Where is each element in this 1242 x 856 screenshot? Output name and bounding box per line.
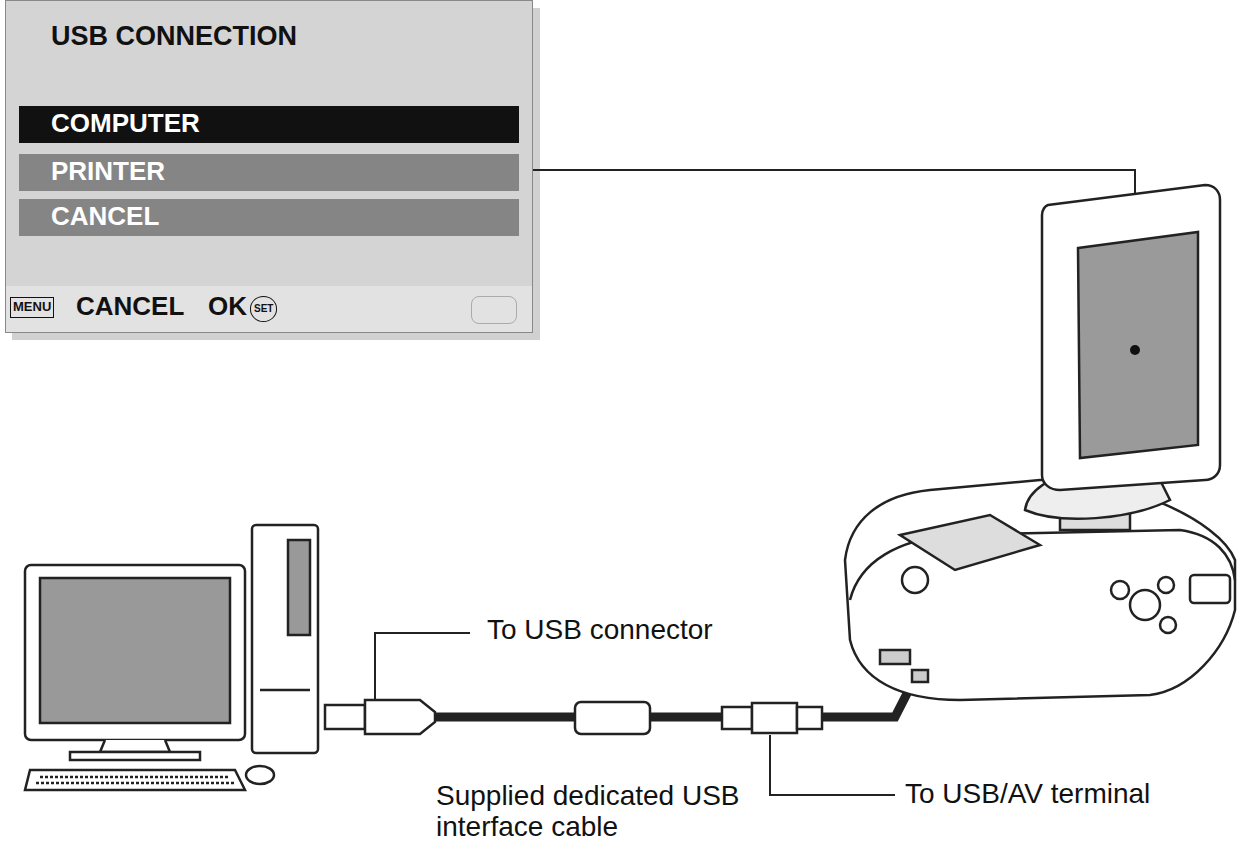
- scroll-indicator: [471, 296, 517, 324]
- option-text: COMPUTER: [51, 108, 519, 139]
- set-button-icon: SET: [250, 296, 277, 321]
- menu-button-icon: MENU: [10, 297, 54, 318]
- menu-option: PRINTER: [19, 154, 519, 191]
- screen-title: USB CONNECTION: [51, 21, 532, 52]
- option-text: PRINTER: [51, 156, 519, 187]
- menu-screen: USB CONNECTION COMPUTER PRINTER CANCEL MENU C…: [5, 0, 533, 333]
- usb-cable: [325, 672, 918, 734]
- callout-label: To USB/AV terminal: [905, 778, 1150, 809]
- video-camera: [845, 185, 1235, 700]
- callout-label: To USB connector: [487, 614, 713, 645]
- footer-band: MENU CANCEL OKSET: [6, 286, 532, 332]
- leader-line: [770, 735, 895, 795]
- menu-option: CANCEL: [19, 199, 519, 236]
- leader-line: [375, 633, 470, 700]
- option-text: CANCEL: [51, 201, 519, 232]
- footer-text: OK: [208, 292, 247, 321]
- leader-dot: [1130, 345, 1140, 355]
- menu-option: COMPUTER: [19, 106, 519, 143]
- footer-text: CANCEL: [76, 292, 184, 321]
- computer: [25, 525, 318, 790]
- callout-label: Supplied dedicated USB interface cable: [436, 780, 766, 843]
